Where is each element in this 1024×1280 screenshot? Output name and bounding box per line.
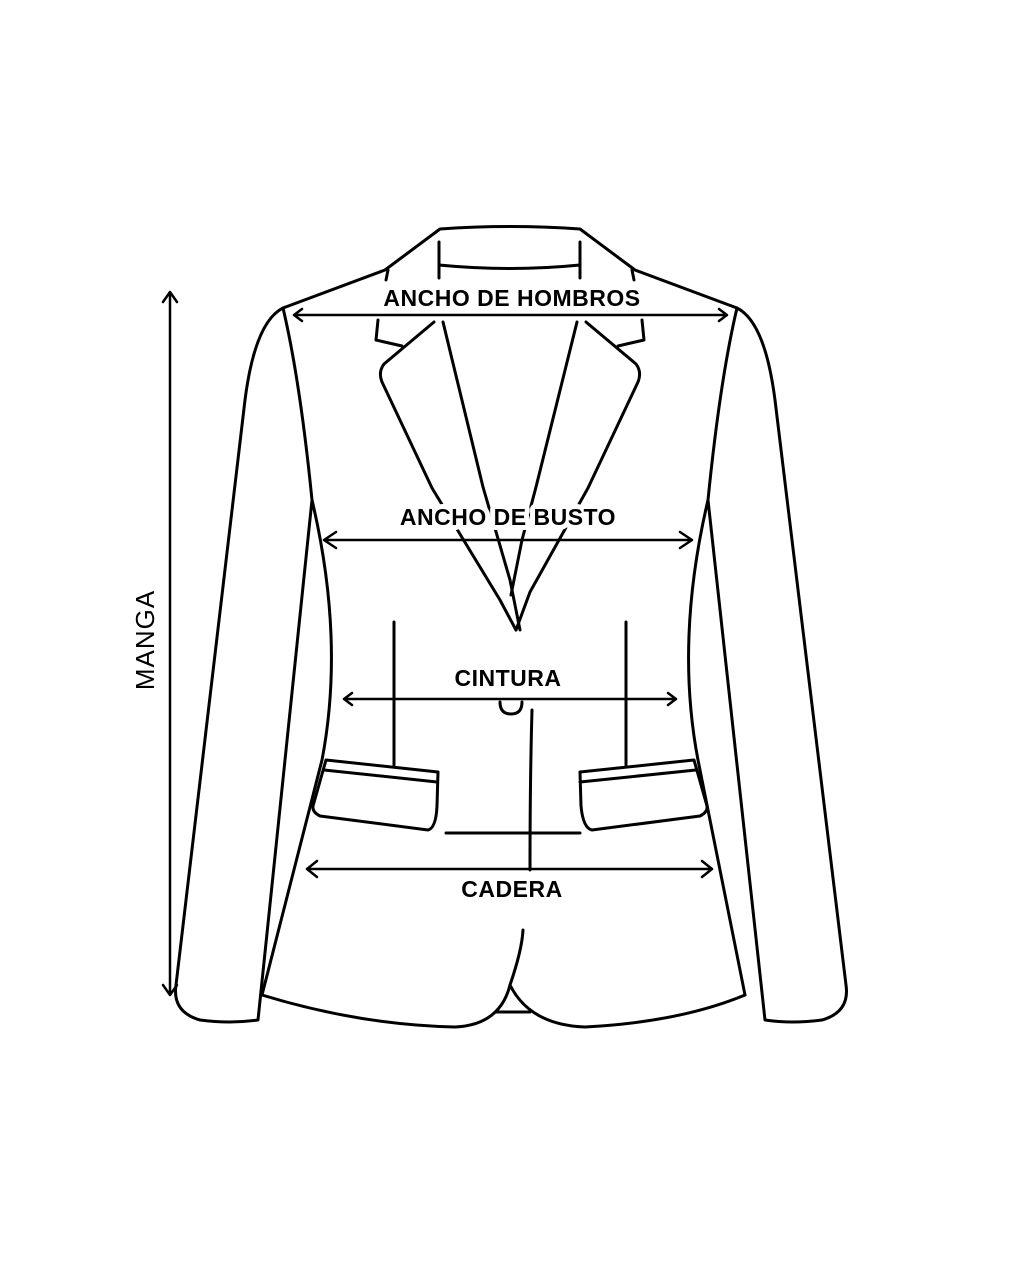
shoulders-arrow bbox=[292, 307, 729, 323]
body-side-right bbox=[687, 498, 747, 997]
front-edge bbox=[528, 708, 534, 872]
blazer-outline bbox=[174, 225, 848, 1029]
collar-notch-right bbox=[616, 268, 646, 348]
hem-left bbox=[260, 928, 525, 1029]
lapel-right-inner bbox=[509, 320, 579, 597]
hip-arrow bbox=[305, 859, 714, 879]
bust-arrow bbox=[322, 530, 694, 550]
hip-label: CADERA bbox=[461, 876, 562, 902]
lapel-left bbox=[378, 320, 518, 632]
waist-arrow bbox=[342, 691, 678, 707]
sleeve-arrow bbox=[161, 290, 179, 997]
body-side-left bbox=[260, 498, 333, 997]
button bbox=[498, 700, 524, 716]
pocket-flap-left bbox=[311, 758, 440, 832]
sleeve-label: MANGA bbox=[130, 590, 160, 690]
shoulders-label: ANCHO DE HOMBROS bbox=[383, 285, 640, 311]
sleeve-right bbox=[706, 306, 848, 1024]
bust-label: ANCHO DE BUSTO bbox=[400, 504, 616, 530]
collar-notch-left bbox=[374, 268, 404, 348]
collar-band bbox=[437, 240, 582, 280]
waist-label: CINTURA bbox=[455, 665, 562, 691]
collar-outer bbox=[281, 225, 739, 310]
lapel-left-inner bbox=[441, 320, 522, 632]
pocket-flap-right bbox=[578, 758, 709, 832]
measure-shoulders: ANCHO DE HOMBROS bbox=[292, 280, 729, 323]
measure-waist: CINTURA bbox=[342, 660, 678, 707]
lapel-right bbox=[514, 320, 642, 632]
measure-bust: ANCHO DE BUSTO bbox=[322, 499, 694, 550]
measure-hip: CADERA bbox=[305, 859, 714, 907]
hem-right bbox=[508, 983, 747, 1029]
measure-sleeve: MANGA bbox=[130, 290, 179, 997]
sleeve-left bbox=[174, 306, 314, 1024]
